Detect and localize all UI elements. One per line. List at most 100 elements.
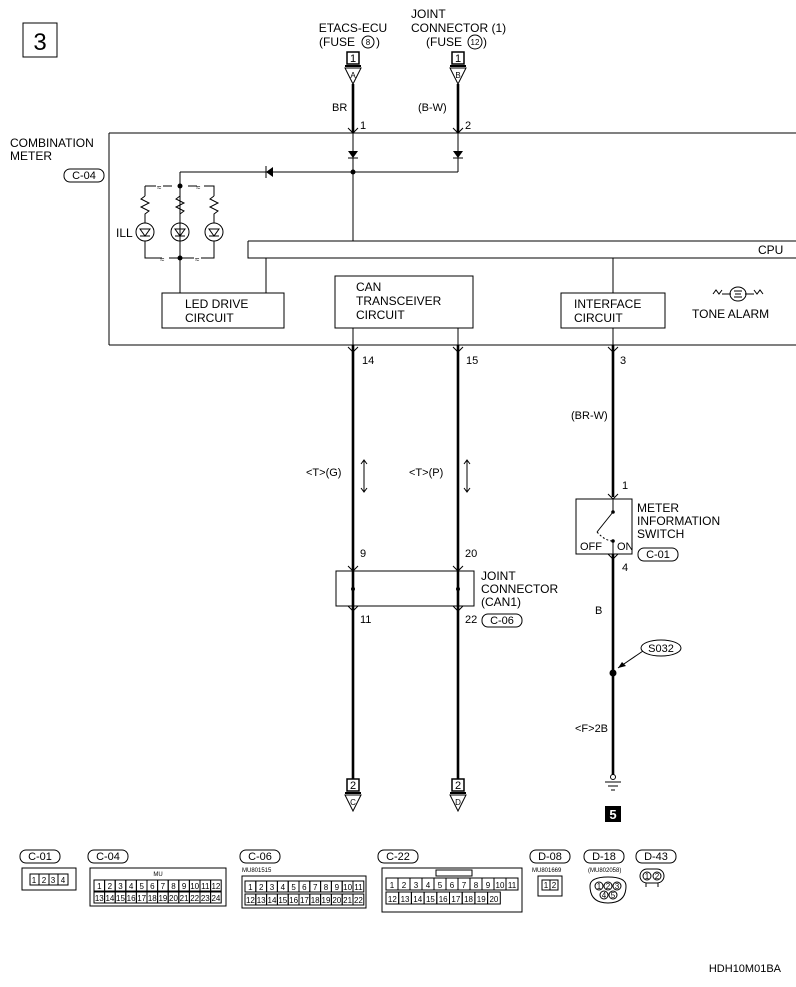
joint-connector-id: C-06 (490, 615, 514, 627)
dest-letter-c: C (350, 798, 356, 807)
pin-number: 1 (248, 883, 253, 892)
pin-number: 19 (477, 895, 486, 904)
etacs-fuse-badge (361, 35, 375, 49)
pin-number: 16 (289, 896, 298, 905)
dest-page-c: 2 (350, 780, 356, 792)
pin-number: 11 (201, 882, 210, 891)
pin-number: 20 (489, 895, 498, 904)
terminal-2: 2 (465, 120, 471, 132)
connector-d43-id: D-43 (644, 851, 668, 863)
pin-number: 9 (335, 883, 340, 892)
cpu-bar (247, 240, 796, 259)
pin-number: 9 (486, 881, 491, 890)
joint-mark-9 (347, 565, 359, 572)
pin-cell (352, 880, 365, 893)
led-2-symbol (174, 228, 186, 237)
d18-pin-ring-5 (608, 890, 618, 900)
connector-d08-part: MU801669 (532, 868, 562, 874)
wave-mark-3: ≈ (160, 255, 165, 264)
page-number-box (22, 22, 58, 58)
switch-terminal-1: 1 (622, 480, 628, 492)
switch-label-1: METER (637, 501, 679, 515)
dest-triangle-d (449, 794, 467, 813)
can-transceiver-circuit (334, 275, 474, 329)
connector-c06-body (241, 875, 367, 909)
led-drive-label-1: LED DRIVE (185, 297, 248, 311)
pin-number: 7 (462, 881, 467, 890)
splice-arrow (618, 662, 626, 668)
junction-illum-top (177, 183, 183, 189)
d18-pin-3: 3 (615, 882, 620, 891)
connector-c06-badge (239, 849, 281, 864)
pin-number: 7 (161, 882, 166, 891)
joint-can-label-1: JOINT (481, 569, 516, 583)
pin-number: 13 (257, 896, 266, 905)
d18-pin-1: 1 (597, 882, 602, 891)
pin-number: 11 (508, 881, 517, 890)
pin-number: 10 (190, 882, 199, 891)
joint-node-1 (351, 587, 355, 591)
terminal-3: 3 (620, 355, 626, 367)
switch-label-3: SWITCH (637, 527, 684, 541)
terminal-20: 20 (465, 548, 477, 560)
connector-c22-latch (435, 869, 473, 877)
joint-mark-11 (347, 605, 359, 612)
can-label-2: TRANSCEIVER (356, 294, 442, 308)
interface-label-1: INTERFACE (574, 297, 641, 311)
page-number: 3 (33, 29, 46, 56)
pin-cell (505, 877, 519, 891)
meter-label-2: METER (10, 149, 52, 163)
connector-d43-body (639, 868, 665, 884)
connector-c06-part: MU801515 (242, 868, 272, 874)
pin-number: 6 (302, 883, 307, 892)
d18-pin-5: 5 (611, 891, 616, 900)
led-3 (204, 222, 224, 242)
pin-number: 19 (322, 896, 331, 905)
pin-number: 19 (158, 894, 167, 903)
joint-mark-22 (452, 605, 464, 612)
switch-connector-id: C-01 (646, 549, 670, 561)
resistor-2 (174, 195, 186, 223)
pin-a-label: A (350, 71, 356, 80)
pin-a-triangle (344, 67, 362, 86)
connector-c22-body (381, 867, 523, 913)
connector-d43-badge (635, 849, 677, 864)
pin-number: 14 (413, 895, 422, 904)
pin-number: 12 (388, 895, 397, 904)
wire-bw-label: (B-W) (418, 102, 447, 114)
led-3-symbol (208, 228, 220, 237)
pin-number: 15 (116, 894, 125, 903)
joint-mark-20 (452, 565, 464, 572)
switch-off-label: OFF (580, 541, 602, 553)
etacs-label: ETACS-ECU (319, 21, 387, 35)
pin-cell (210, 879, 222, 892)
pin-number: 9 (182, 882, 187, 891)
can-h-label: <T>(G) (306, 467, 341, 479)
illum-bottom-bus (144, 241, 215, 259)
pin-number: 5 (139, 882, 144, 891)
d18-pin-ring-4 (599, 890, 609, 900)
ground-terminal (610, 774, 616, 780)
wave-mark-4: ≈ (195, 255, 200, 264)
pin-b-label: B (455, 71, 460, 80)
pin-number: 8 (171, 882, 176, 891)
d18-pin-ring-2 (603, 881, 613, 891)
pin-number: 15 (278, 896, 287, 905)
connector-c06-id: C-06 (248, 851, 272, 863)
tone-alarm-label: TONE ALARM (692, 307, 769, 321)
pin-number: 12 (211, 882, 220, 891)
pin-cell (210, 891, 222, 904)
pin-number: 17 (300, 896, 309, 905)
dest-box-d (451, 778, 465, 792)
etacs-fuse-number: 8 (366, 38, 371, 47)
twist-mark-l (463, 459, 471, 493)
ground-symbol (605, 781, 621, 791)
pin-number: 4 (281, 883, 286, 892)
c01-pin-1: 1 (32, 876, 37, 885)
ref-box-right-label: 1 (455, 53, 461, 65)
